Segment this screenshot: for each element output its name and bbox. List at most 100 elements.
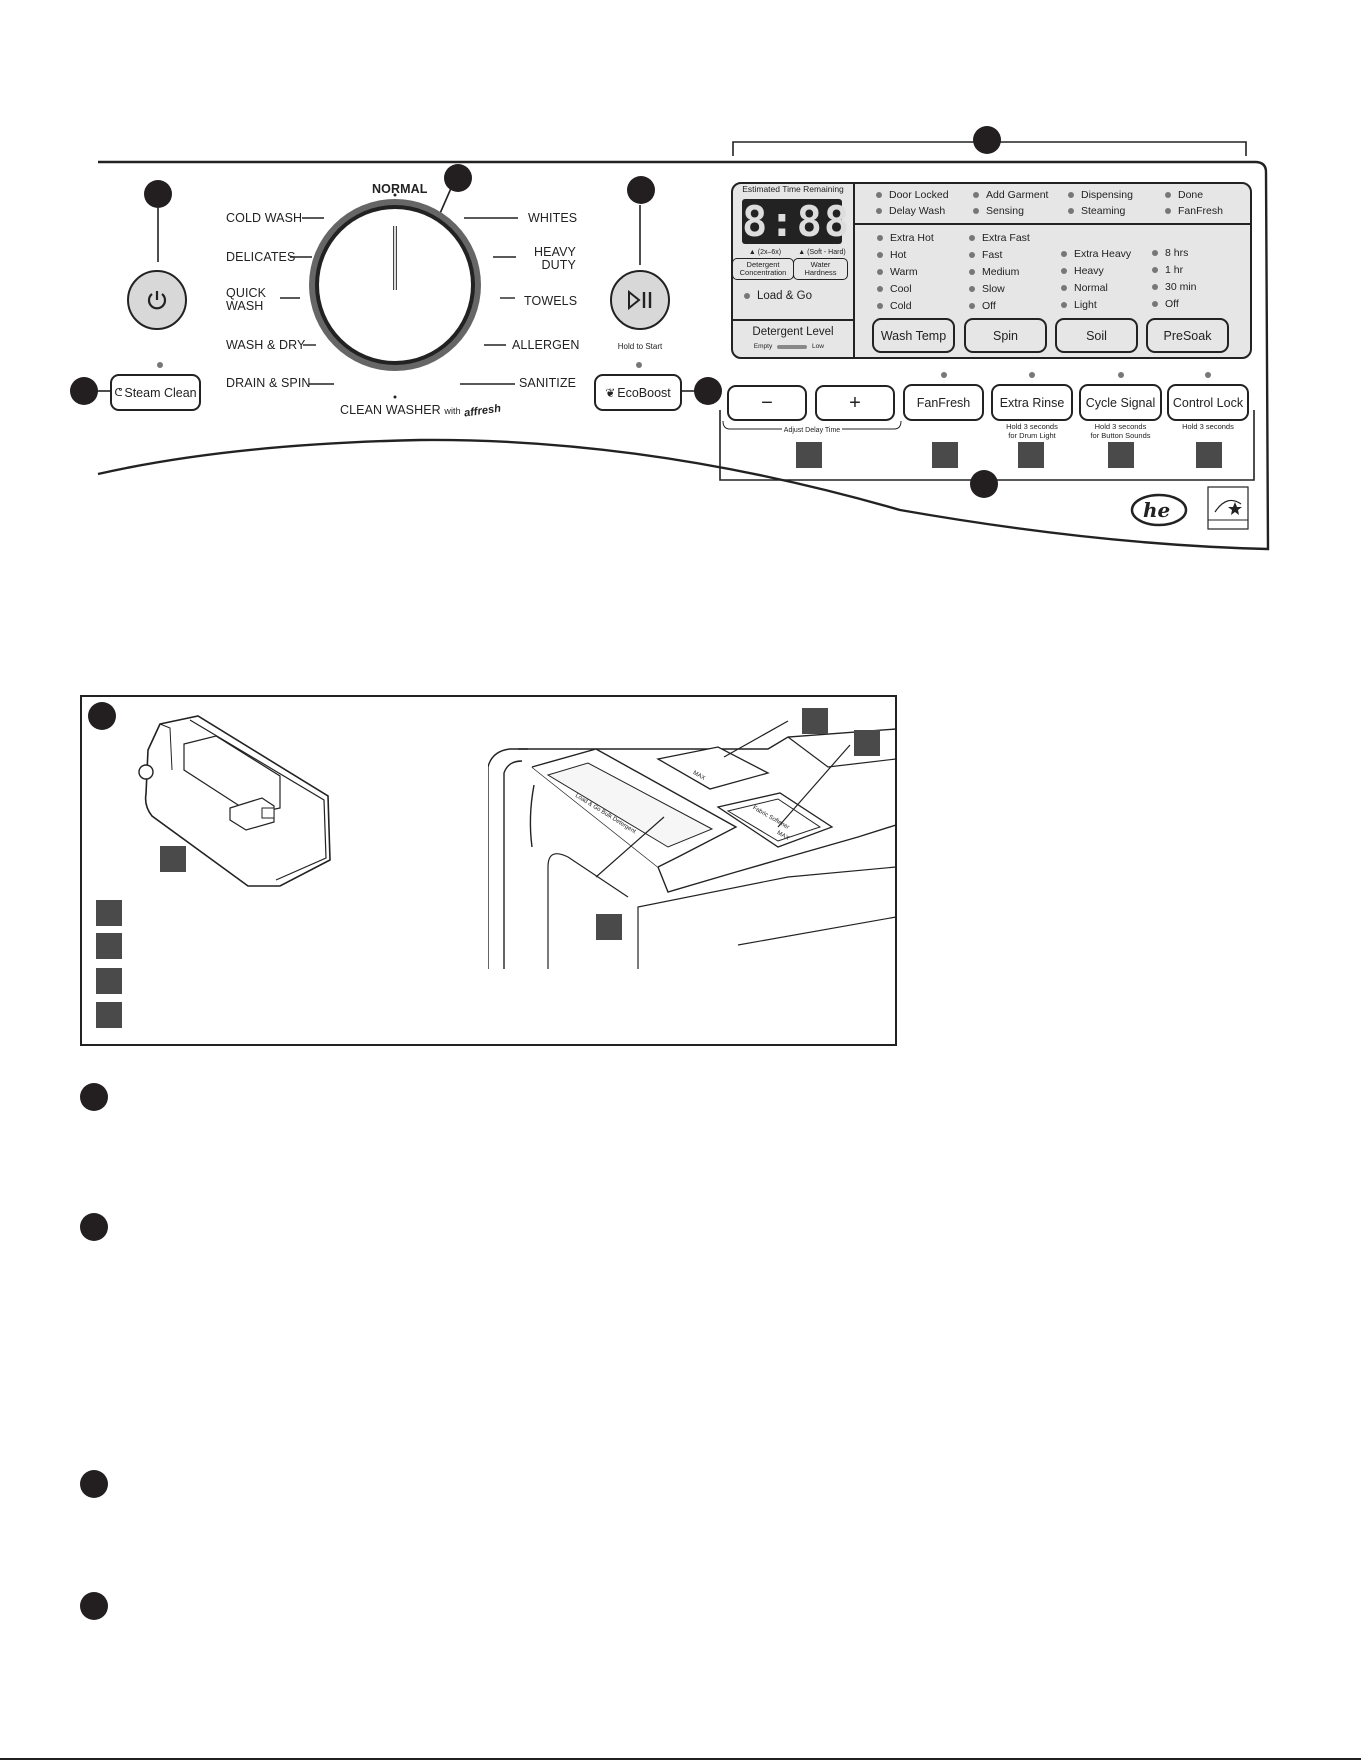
cycle-signal-led bbox=[1118, 372, 1124, 378]
delay-plus-button[interactable]: + bbox=[815, 385, 895, 421]
cycle-signal-note-2: for Button Sounds bbox=[1090, 431, 1151, 440]
wash-temp-cool-label: Cool bbox=[890, 283, 912, 295]
spin-medium: Medium bbox=[969, 266, 1019, 278]
status-door-locked-label: Door Locked bbox=[889, 189, 949, 201]
dispenser-figure-frame bbox=[80, 695, 897, 1046]
detergent-empty-label: Empty bbox=[753, 343, 773, 350]
start-pause-button[interactable] bbox=[610, 270, 670, 330]
status-fanfresh: FanFresh bbox=[1165, 205, 1223, 217]
extra-rinse-note-2: for Drum Light bbox=[1008, 431, 1056, 440]
status-add-garment-label: Add Garment bbox=[986, 189, 1049, 201]
marker-legend-2 bbox=[96, 933, 122, 959]
cycle-delicates[interactable]: DELICATES bbox=[226, 250, 296, 264]
cycle-sanitize[interactable]: SANITIZE bbox=[519, 376, 577, 390]
soil-extra-heavy-label: Extra Heavy bbox=[1074, 248, 1132, 260]
soil-light: Light bbox=[1061, 299, 1097, 311]
presoak-1hr: 1 hr bbox=[1152, 264, 1183, 276]
cycle-drain-spin[interactable]: DRAIN & SPIN bbox=[226, 376, 311, 390]
extra-rinse-note: Hold 3 seconds for Drum Light bbox=[991, 422, 1073, 440]
presoak-30min-label: 30 min bbox=[1165, 281, 1197, 293]
cycle-heavy-duty[interactable]: HEAVY DUTY bbox=[534, 246, 576, 272]
energy-star-logo bbox=[1207, 486, 1249, 530]
status-done: Done bbox=[1165, 189, 1203, 201]
heavy-duty-line1: HEAVY bbox=[534, 245, 576, 259]
soil-button[interactable]: Soil bbox=[1055, 318, 1138, 353]
marker-drawer-1 bbox=[802, 708, 828, 734]
wash-temp-extra-hot: Extra Hot bbox=[877, 232, 934, 244]
spin-fast: Fast bbox=[969, 249, 1002, 261]
marker-legend-4 bbox=[96, 1002, 122, 1028]
marker-legend-1 bbox=[96, 900, 122, 926]
marker-extra-rinse bbox=[1018, 442, 1044, 468]
load-go-status: Load & Go bbox=[744, 290, 812, 302]
spin-button[interactable]: Spin bbox=[964, 318, 1047, 353]
status-sensing: Sensing bbox=[973, 205, 1024, 217]
status-done-label: Done bbox=[1178, 189, 1204, 201]
cycle-signal-note: Hold 3 seconds for Button Sounds bbox=[1079, 422, 1162, 440]
marker-cycle-signal bbox=[1108, 442, 1134, 468]
cycle-quick-wash[interactable]: QUICK WASH bbox=[226, 287, 266, 313]
heavy-duty-line2: DUTY bbox=[541, 258, 576, 272]
marker-control-lock bbox=[1196, 442, 1222, 468]
callout-power bbox=[144, 180, 172, 208]
presoak-30min: 30 min bbox=[1152, 281, 1197, 293]
adjust-delay-label: Adjust Delay Time bbox=[782, 426, 842, 435]
status-sensing-label: Sensing bbox=[986, 205, 1024, 217]
footer-rule bbox=[0, 1758, 1361, 1760]
det-conc-line2: Concentration bbox=[739, 268, 787, 277]
control-lock-button[interactable]: Control Lock bbox=[1167, 384, 1249, 421]
delay-minus-button[interactable]: − bbox=[727, 385, 807, 421]
control-lock-note: Hold 3 seconds bbox=[1182, 422, 1234, 431]
cycle-signal-button[interactable]: Cycle Signal bbox=[1079, 384, 1162, 421]
control-lock-led bbox=[1205, 372, 1211, 378]
detergent-concentration-button[interactable]: Detergent Concentration bbox=[732, 258, 794, 280]
dispenser-drawer-drawing bbox=[488, 709, 896, 969]
wash-temp-button[interactable]: Wash Temp bbox=[872, 318, 955, 353]
fanfresh-button[interactable]: FanFresh bbox=[903, 384, 984, 421]
cycle-allergen[interactable]: ALLERGEN bbox=[512, 338, 580, 352]
display-divider-h2 bbox=[731, 319, 854, 321]
estimated-time-label: Estimated Time Remaining bbox=[742, 184, 844, 194]
soil-heavy: Heavy bbox=[1061, 265, 1104, 277]
marker-cartridge bbox=[160, 846, 186, 872]
extra-rinse-note-1: Hold 3 seconds bbox=[1006, 422, 1058, 431]
affresh-logo: affresh bbox=[463, 402, 503, 420]
cycle-cold-wash[interactable]: COLD WASH bbox=[226, 211, 303, 225]
water-hard-line2: Hardness bbox=[804, 268, 837, 277]
hold-to-start: Hold to Start bbox=[617, 342, 663, 351]
status-door-locked: Door Locked bbox=[876, 189, 949, 201]
callout-options bbox=[970, 470, 998, 498]
ecoboost-button[interactable]: ❦ EcoBoost bbox=[594, 374, 682, 411]
section-callout-2 bbox=[80, 1213, 108, 1241]
hardness-range: ▲ (Soft - Hard) bbox=[798, 249, 846, 256]
status-steaming: Steaming bbox=[1068, 205, 1125, 217]
fanfresh-led bbox=[941, 372, 947, 378]
wash-temp-warm: Warm bbox=[877, 266, 918, 278]
status-dispensing-label: Dispensing bbox=[1081, 189, 1133, 201]
clean-washer-text: CLEAN WASHER bbox=[340, 403, 441, 417]
play-pause-icon bbox=[628, 290, 652, 310]
quick-wash-line1: QUICK bbox=[226, 286, 267, 300]
extra-rinse-button[interactable]: Extra Rinse bbox=[991, 384, 1073, 421]
cycle-dial[interactable] bbox=[300, 178, 490, 403]
cycle-whites[interactable]: WHITES bbox=[528, 211, 578, 225]
marker-legend-3 bbox=[96, 968, 122, 994]
presoak-button[interactable]: PreSoak bbox=[1146, 318, 1229, 353]
wash-temp-cold-label: Cold bbox=[890, 300, 912, 312]
status-dispensing: Dispensing bbox=[1068, 189, 1133, 201]
water-hardness-button[interactable]: Water Hardness bbox=[793, 258, 848, 280]
cycle-clean-washer[interactable]: CLEAN WASHER with affresh bbox=[340, 402, 503, 420]
cycle-normal[interactable]: NORMAL bbox=[372, 182, 428, 196]
presoak-off: Off bbox=[1152, 298, 1179, 310]
det-conc-line1: Detergent bbox=[746, 260, 780, 269]
power-button[interactable] bbox=[127, 270, 187, 330]
section-callout-4 bbox=[80, 1592, 108, 1620]
concentration-range: ▲ (2x–6x) bbox=[748, 249, 782, 256]
steam-clean-button[interactable]: ᕦ Steam Clean bbox=[110, 374, 201, 411]
cycle-wash-dry[interactable]: WASH & DRY bbox=[226, 338, 306, 352]
section-callout-1 bbox=[80, 1083, 108, 1111]
ecoboost-label: EcoBoost bbox=[617, 385, 671, 400]
cycle-towels[interactable]: TOWELS bbox=[524, 294, 578, 308]
marker-delay bbox=[796, 442, 822, 468]
ecoboost-led bbox=[636, 362, 642, 368]
